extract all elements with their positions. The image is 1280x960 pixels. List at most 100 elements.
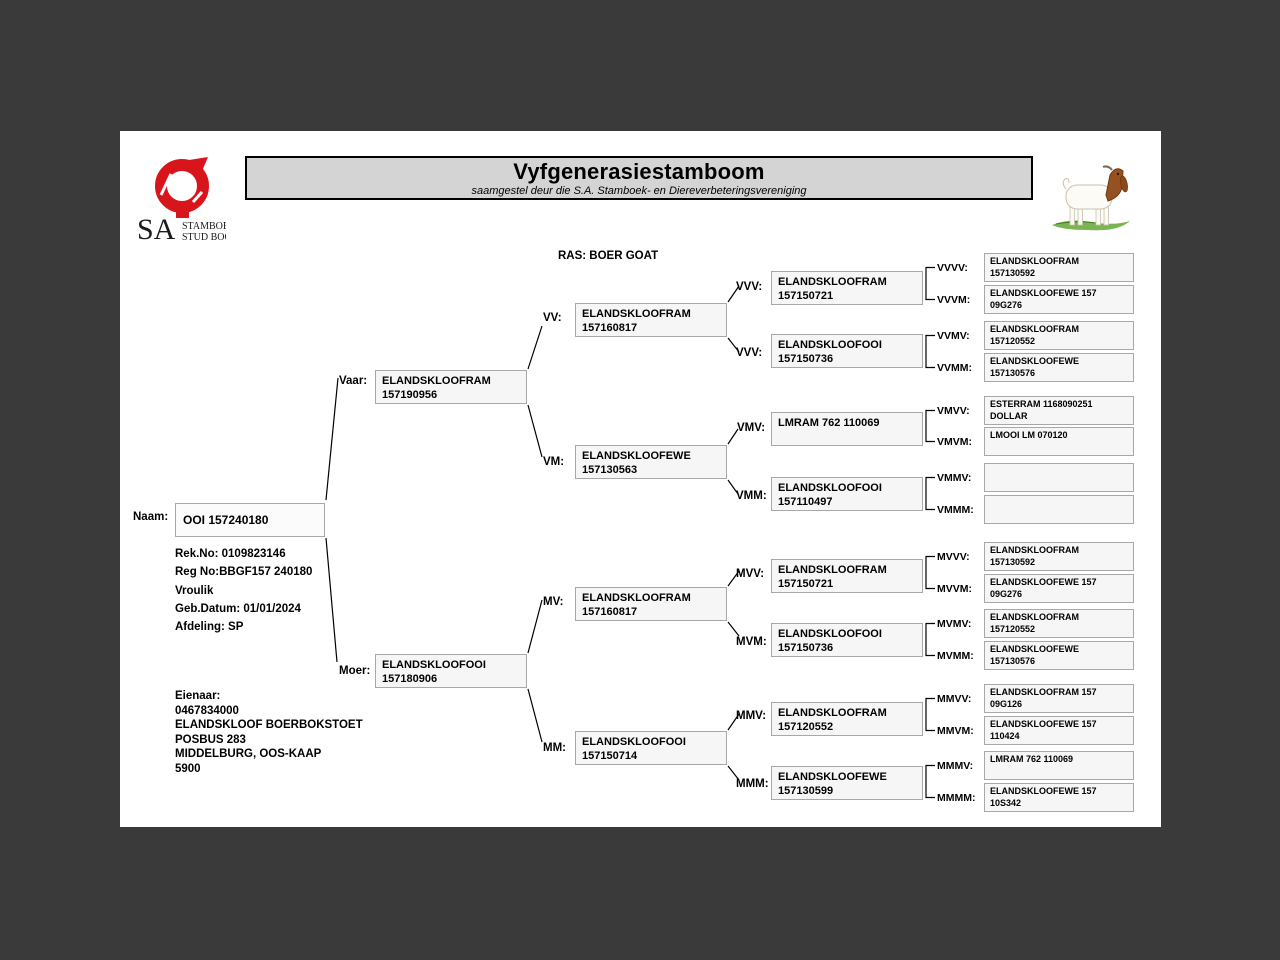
owner-heading: Eienaar:	[175, 690, 221, 702]
animal-name: ELANDSKLOOFRAM	[778, 564, 887, 576]
animal-number: 157160817	[582, 606, 638, 618]
breed-line: RAS: BOER GOAT	[558, 250, 659, 262]
animal-number: 157120552	[778, 721, 834, 733]
animal-number: 157150736	[778, 642, 834, 654]
owner-block: Eienaar: 0467834000 ELANDSKLOOF BOERBOKS…	[175, 689, 363, 777]
node-vmm: ELANDSKLOOFOOI 157110497	[771, 477, 923, 511]
label-vm: VM:	[543, 456, 565, 468]
animal-name: LMRAM 762 110069	[990, 754, 1074, 764]
node-vv: ELANDSKLOOFRAM 157160817	[575, 303, 727, 337]
node-vvm: ELANDSKLOOFOOI 157150736	[771, 334, 923, 368]
node-vvvm: ELANDSKLOOFEWE 157 09G276	[984, 285, 1134, 314]
animal-name: LMOOI LM 070120	[990, 430, 1068, 440]
node-mmmv: LMRAM 762 110069	[984, 751, 1134, 780]
detail-birth-date: Geb.Datum: 01/01/2024	[175, 602, 301, 615]
animal-name: ELANDSKLOOFRAM	[582, 592, 691, 604]
animal-number: 157190956	[382, 389, 438, 401]
detail-reg-no: Reg No:BBGF157 240180	[175, 566, 313, 579]
label-mvvv: MVVV:	[937, 551, 970, 563]
owner-postal-code: 5900	[175, 762, 201, 775]
node-mmv: ELANDSKLOOFRAM 157120552	[771, 702, 923, 736]
animal-name: ELANDSKLOOFOOI	[778, 628, 882, 640]
page-subtitle: saamgestel deur die S.A. Stamboek- en Di…	[471, 185, 807, 197]
animal-number: 09G276	[990, 299, 1023, 310]
animal-name: ELANDSKLOOFEWE	[778, 771, 887, 783]
animal-number: 09G126	[990, 698, 1023, 709]
node-vmmv	[984, 463, 1134, 492]
label-mvmm: MVMM:	[937, 650, 974, 662]
animal-name: ELANDSKLOOFRAM 157	[990, 687, 1097, 697]
subject-details: Rek.No: 0109823146 Reg No:BBGF157 240180…	[175, 545, 312, 636]
label-vmvv: VMVV:	[937, 405, 970, 417]
animal-number: DOLLAR	[990, 410, 1028, 421]
svg-text:SA: SA	[137, 213, 176, 243]
label-vmmv: VMMV:	[937, 472, 972, 484]
node-moer: ELANDSKLOOFOOI 157180906	[375, 654, 527, 688]
animal-number: 157180906	[382, 673, 438, 685]
node-mvvv: ELANDSKLOOFRAM 157130592	[984, 542, 1134, 571]
animal-number: 157130563	[582, 464, 638, 476]
node-mmmm: ELANDSKLOOFEWE 157 10S342	[984, 783, 1134, 812]
label-mv: MV:	[543, 596, 564, 608]
label-vvvm: VVVM:	[937, 294, 971, 306]
animal-number: 157150736	[778, 353, 834, 365]
node-vmvm: LMOOI LM 070120	[984, 427, 1134, 456]
node-vvvv: ELANDSKLOOFRAM 157130592	[984, 253, 1134, 282]
animal-number: 157130592	[990, 556, 1036, 567]
animal-name: ELANDSKLOOFEWE 157	[990, 786, 1097, 796]
animal-name: ELANDSKLOOFRAM	[990, 545, 1079, 555]
animal-name: ELANDSKLOOFOOI	[582, 736, 686, 748]
label-vmv: VMV:	[737, 422, 766, 434]
label-vmmm: VMMM:	[937, 504, 974, 516]
animal-name: ESTERRAM 1168090251	[990, 399, 1093, 409]
label-vmm: VMM:	[736, 490, 767, 502]
animal-number: 157130576	[990, 655, 1036, 666]
animal-number: 157150721	[778, 578, 834, 590]
animal-name: ELANDSKLOOFEWE 157	[990, 719, 1097, 729]
animal-name: ELANDSKLOOFEWE 157	[990, 288, 1097, 298]
owner-postal-box: POSBUS 283	[175, 733, 246, 746]
animal-name: ELANDSKLOOFRAM	[778, 276, 887, 288]
node-vaar: ELANDSKLOOFRAM 157190956	[375, 370, 527, 404]
animal-number: 157150714	[582, 750, 638, 762]
node-vvmm: ELANDSKLOOFEWE 157130576	[984, 353, 1134, 382]
node-mm: ELANDSKLOOFOOI 157150714	[575, 731, 727, 765]
animal-name: ELANDSKLOOFEWE	[990, 356, 1079, 366]
label-vvm: VVV:	[736, 347, 763, 359]
detail-rek-no: Rek.No: 0109823146	[175, 548, 286, 560]
label-mmmv: MMMV:	[937, 760, 974, 772]
label-moer: Moer:	[339, 665, 371, 677]
animal-name: ELANDSKLOOFEWE	[582, 450, 691, 462]
owner-town: MIDDELBURG, OOS-KAAP	[175, 748, 322, 761]
label-mvmv: MVMV:	[937, 618, 972, 630]
animal-number: 157160817	[582, 322, 638, 334]
label-vaar: Vaar:	[339, 375, 368, 387]
title-banner: Vyfgenerasiestamboom saamgestel deur die…	[245, 156, 1033, 200]
node-vvv: ELANDSKLOOFRAM 157150721	[771, 271, 923, 305]
label-mm: MM:	[543, 742, 566, 754]
label-mvm: MVM:	[736, 636, 767, 648]
animal-name: ELANDSKLOOFRAM	[582, 308, 691, 320]
boer-goat-illustration	[1046, 161, 1136, 237]
node-vvmv: ELANDSKLOOFRAM 157120552	[984, 321, 1134, 350]
animal-number: 157130576	[990, 367, 1036, 378]
animal-name: ELANDSKLOOFRAM	[990, 612, 1079, 622]
naam-label: Naam:	[133, 511, 169, 523]
node-mvmm: ELANDSKLOOFEWE 157130576	[984, 641, 1134, 670]
animal-name: ELANDSKLOOFRAM	[382, 375, 491, 387]
node-vmv: LMRAM 762 110069	[771, 412, 923, 446]
svg-text:STUD BOOK: STUD BOOK	[182, 232, 226, 243]
animal-number: 09G276	[990, 588, 1023, 599]
label-mmm: MMM:	[736, 778, 769, 790]
owner-phone: 0467834000	[175, 704, 239, 717]
animal-name: ELANDSKLOOFOOI	[778, 482, 882, 494]
node-vmvv: ESTERRAM 1168090251 DOLLAR	[984, 396, 1134, 425]
animal-number: 157120552	[990, 623, 1036, 634]
node-mmm: ELANDSKLOOFEWE 157130599	[771, 766, 923, 800]
animal-number: 157130599	[778, 785, 834, 797]
label-vvv: VVV:	[736, 281, 763, 293]
sa-stamboek-logo: SA STAMBOEK STUD BOOK	[136, 151, 240, 246]
label-mvv: MVV:	[736, 568, 765, 580]
animal-name: ELANDSKLOOFRAM	[990, 256, 1079, 266]
animal-number: 157120552	[990, 335, 1036, 346]
